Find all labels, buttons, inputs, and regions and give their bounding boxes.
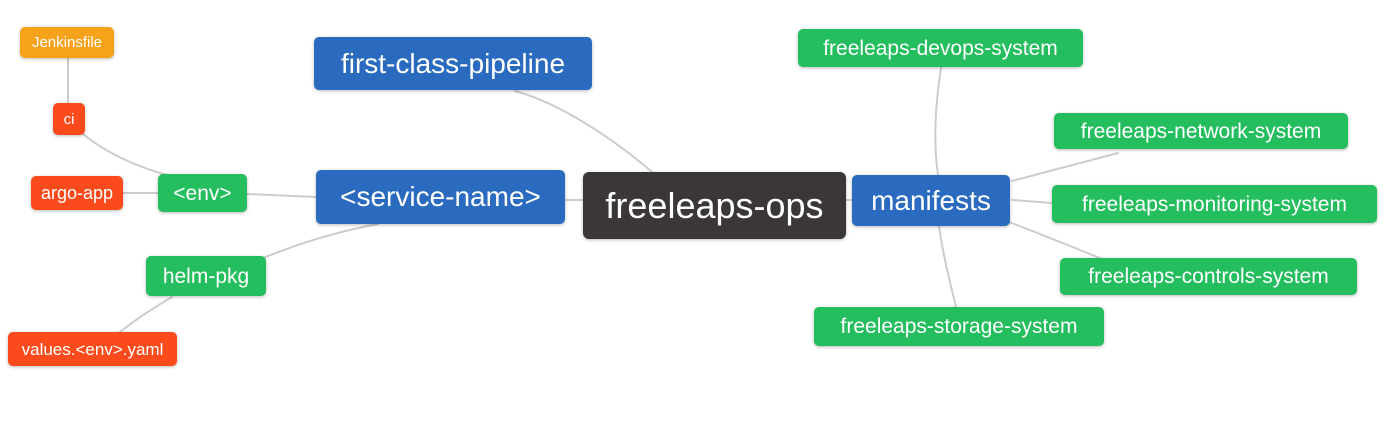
- node-manifests[interactable]: manifests: [852, 175, 1010, 226]
- node-network-system[interactable]: freeleaps-network-system: [1054, 113, 1348, 149]
- node-freeleaps-ops[interactable]: freeleaps-ops: [583, 172, 846, 239]
- edge-helm-pkg-service-name: [262, 223, 379, 259]
- edge-values-helm-pkg: [119, 296, 173, 333]
- node-storage-system[interactable]: freeleaps-storage-system: [814, 307, 1104, 346]
- edge-ci-env: [82, 133, 168, 176]
- node-service-name[interactable]: <service-name>: [316, 170, 565, 224]
- edge-manifests-controls: [1008, 221, 1101, 259]
- edge-pipeline-freeleaps-ops: [514, 90, 653, 173]
- node-first-class-pipeline[interactable]: first-class-pipeline: [314, 37, 592, 90]
- node-argo-app[interactable]: argo-app: [31, 176, 123, 210]
- node-devops-system[interactable]: freeleaps-devops-system: [798, 29, 1083, 67]
- node-ci[interactable]: ci: [53, 103, 85, 135]
- node-env[interactable]: <env>: [158, 174, 247, 212]
- node-controls-system[interactable]: freeleaps-controls-system: [1060, 258, 1357, 295]
- edge-manifests-devops: [934, 67, 942, 176]
- edge-manifests-network: [1011, 152, 1119, 182]
- edge-manifests-storage: [938, 225, 957, 308]
- edge-env-service-name: [246, 193, 317, 198]
- edge-manifests-monitoring: [1011, 199, 1053, 204]
- node-monitoring-system[interactable]: freeleaps-monitoring-system: [1052, 185, 1377, 223]
- node-helm-pkg[interactable]: helm-pkg: [146, 256, 266, 296]
- node-jenkinsfile[interactable]: Jenkinsfile: [20, 27, 114, 58]
- node-values-env-yaml[interactable]: values.<env>.yaml: [8, 332, 177, 366]
